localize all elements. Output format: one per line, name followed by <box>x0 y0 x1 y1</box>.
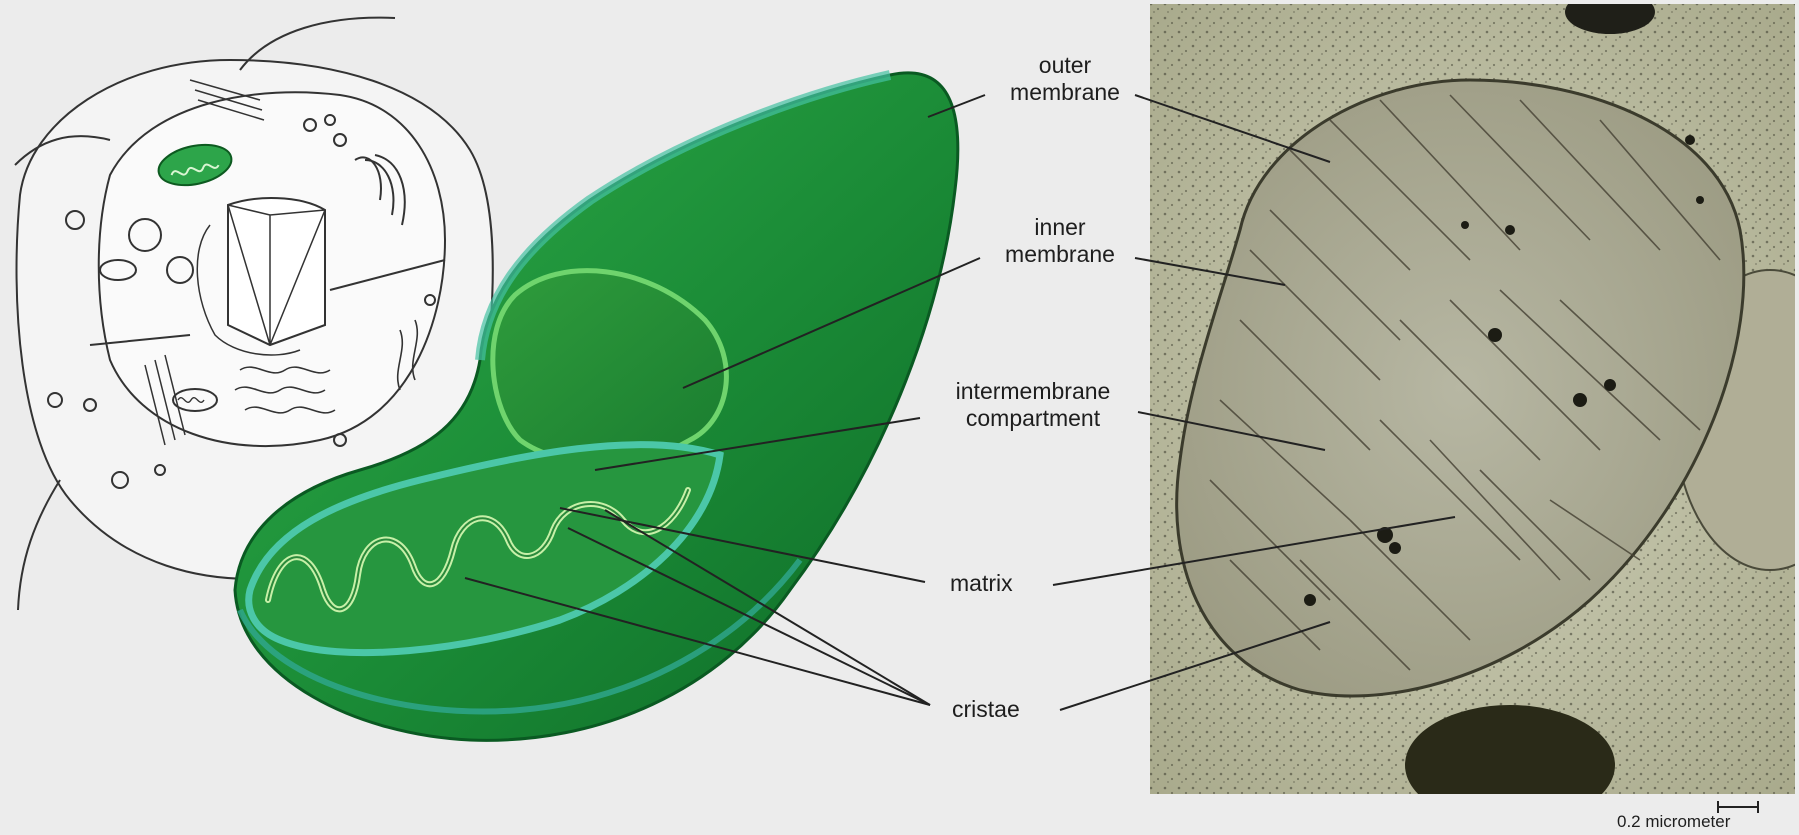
label-intermembrane-compartment: intermembrane compartment <box>928 378 1138 432</box>
label-intermembrane-line2: compartment <box>928 405 1138 432</box>
label-intermembrane-line1: intermembrane <box>928 378 1138 405</box>
label-inner-membrane: inner membrane <box>985 214 1135 268</box>
label-outer-membrane-line2: membrane <box>990 79 1140 106</box>
electron-micrograph <box>1150 0 1799 825</box>
label-inner-membrane-line1: inner <box>985 214 1135 241</box>
label-matrix: matrix <box>950 570 1013 597</box>
label-cristae: cristae <box>952 696 1020 723</box>
label-outer-membrane: outer membrane <box>990 52 1140 106</box>
scale-bar-label: 0.2 micrometer <box>1617 812 1730 832</box>
label-outer-membrane-line1: outer <box>990 52 1140 79</box>
label-inner-membrane-line2: membrane <box>985 241 1135 268</box>
